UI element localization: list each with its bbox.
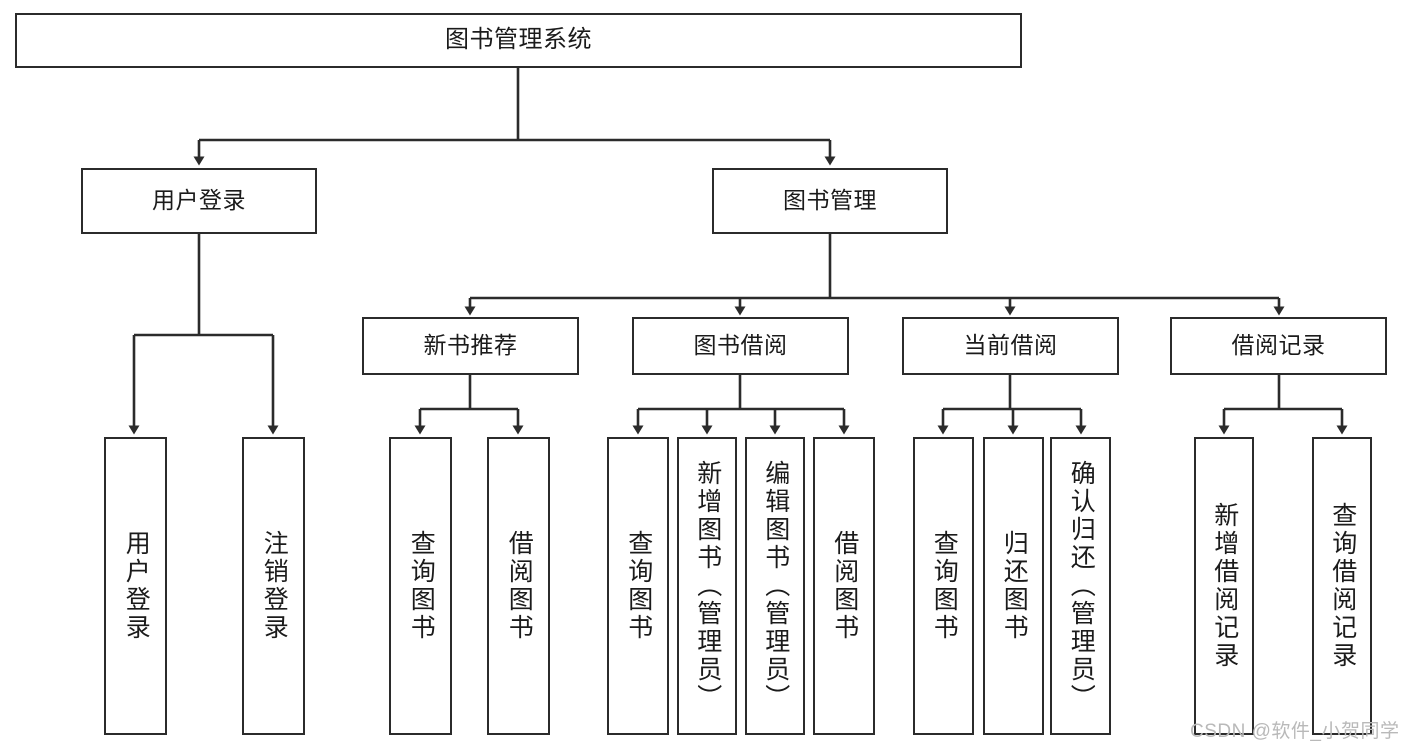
- node-book-manage[interactable]: 图书管理: [712, 168, 948, 234]
- node-root-label: 图书管理系统: [445, 26, 592, 54]
- node-leaf-user-login[interactable]: 用户登录: [104, 437, 167, 735]
- node-leaf-borrow-book-1[interactable]: 借阅图书: [487, 437, 550, 735]
- node-book-borrow-label: 图书借阅: [693, 332, 788, 359]
- node-leaf-query-record[interactable]: 查询借阅记录: [1312, 437, 1372, 735]
- node-leaf-query-record-label: 查询借阅记录: [1328, 502, 1357, 670]
- node-leaf-add-book[interactable]: 新增图书（管理员）: [677, 437, 737, 735]
- node-leaf-borrow-book-1-label: 借阅图书: [505, 530, 534, 642]
- node-leaf-return-book-label: 归还图书: [1000, 530, 1029, 642]
- node-leaf-add-record-label: 新增借阅记录: [1210, 502, 1239, 670]
- node-new-book-rec-label: 新书推荐: [423, 332, 518, 359]
- node-borrow-record-label: 借阅记录: [1231, 332, 1326, 359]
- node-user-login[interactable]: 用户登录: [81, 168, 317, 234]
- node-leaf-query-book-3[interactable]: 查询图书: [913, 437, 974, 735]
- node-root[interactable]: 图书管理系统: [15, 13, 1022, 68]
- node-borrow-record[interactable]: 借阅记录: [1170, 317, 1387, 375]
- node-current-borrow-label: 当前借阅: [963, 332, 1058, 359]
- node-leaf-logout[interactable]: 注销登录: [242, 437, 305, 735]
- node-leaf-add-book-label: 新增图书（管理员）: [693, 460, 722, 712]
- watermark: CSDN @软件_小贺同学: [1190, 721, 1400, 742]
- node-leaf-borrow-book-2-label: 借阅图书: [830, 530, 859, 642]
- node-leaf-confirm-return-label: 确认归还（管理员）: [1067, 460, 1096, 712]
- node-book-borrow[interactable]: 图书借阅: [632, 317, 849, 375]
- node-leaf-user-login-label: 用户登录: [122, 530, 151, 642]
- node-book-manage-label: 图书管理: [783, 187, 877, 214]
- node-new-book-rec[interactable]: 新书推荐: [362, 317, 579, 375]
- node-leaf-query-book-3-label: 查询图书: [930, 530, 959, 642]
- node-current-borrow[interactable]: 当前借阅: [902, 317, 1119, 375]
- node-leaf-return-book[interactable]: 归还图书: [983, 437, 1044, 735]
- node-leaf-edit-book[interactable]: 编辑图书（管理员）: [745, 437, 805, 735]
- node-user-login-label: 用户登录: [152, 187, 246, 214]
- node-leaf-query-book-2[interactable]: 查询图书: [607, 437, 669, 735]
- node-leaf-query-book-2-label: 查询图书: [624, 530, 653, 642]
- node-leaf-borrow-book-2[interactable]: 借阅图书: [813, 437, 875, 735]
- node-leaf-confirm-return[interactable]: 确认归还（管理员）: [1050, 437, 1111, 735]
- node-leaf-edit-book-label: 编辑图书（管理员）: [761, 460, 790, 712]
- node-leaf-logout-label: 注销登录: [260, 530, 289, 642]
- node-leaf-query-book-1-label: 查询图书: [407, 530, 436, 642]
- node-leaf-add-record[interactable]: 新增借阅记录: [1194, 437, 1254, 735]
- node-leaf-query-book-1[interactable]: 查询图书: [389, 437, 452, 735]
